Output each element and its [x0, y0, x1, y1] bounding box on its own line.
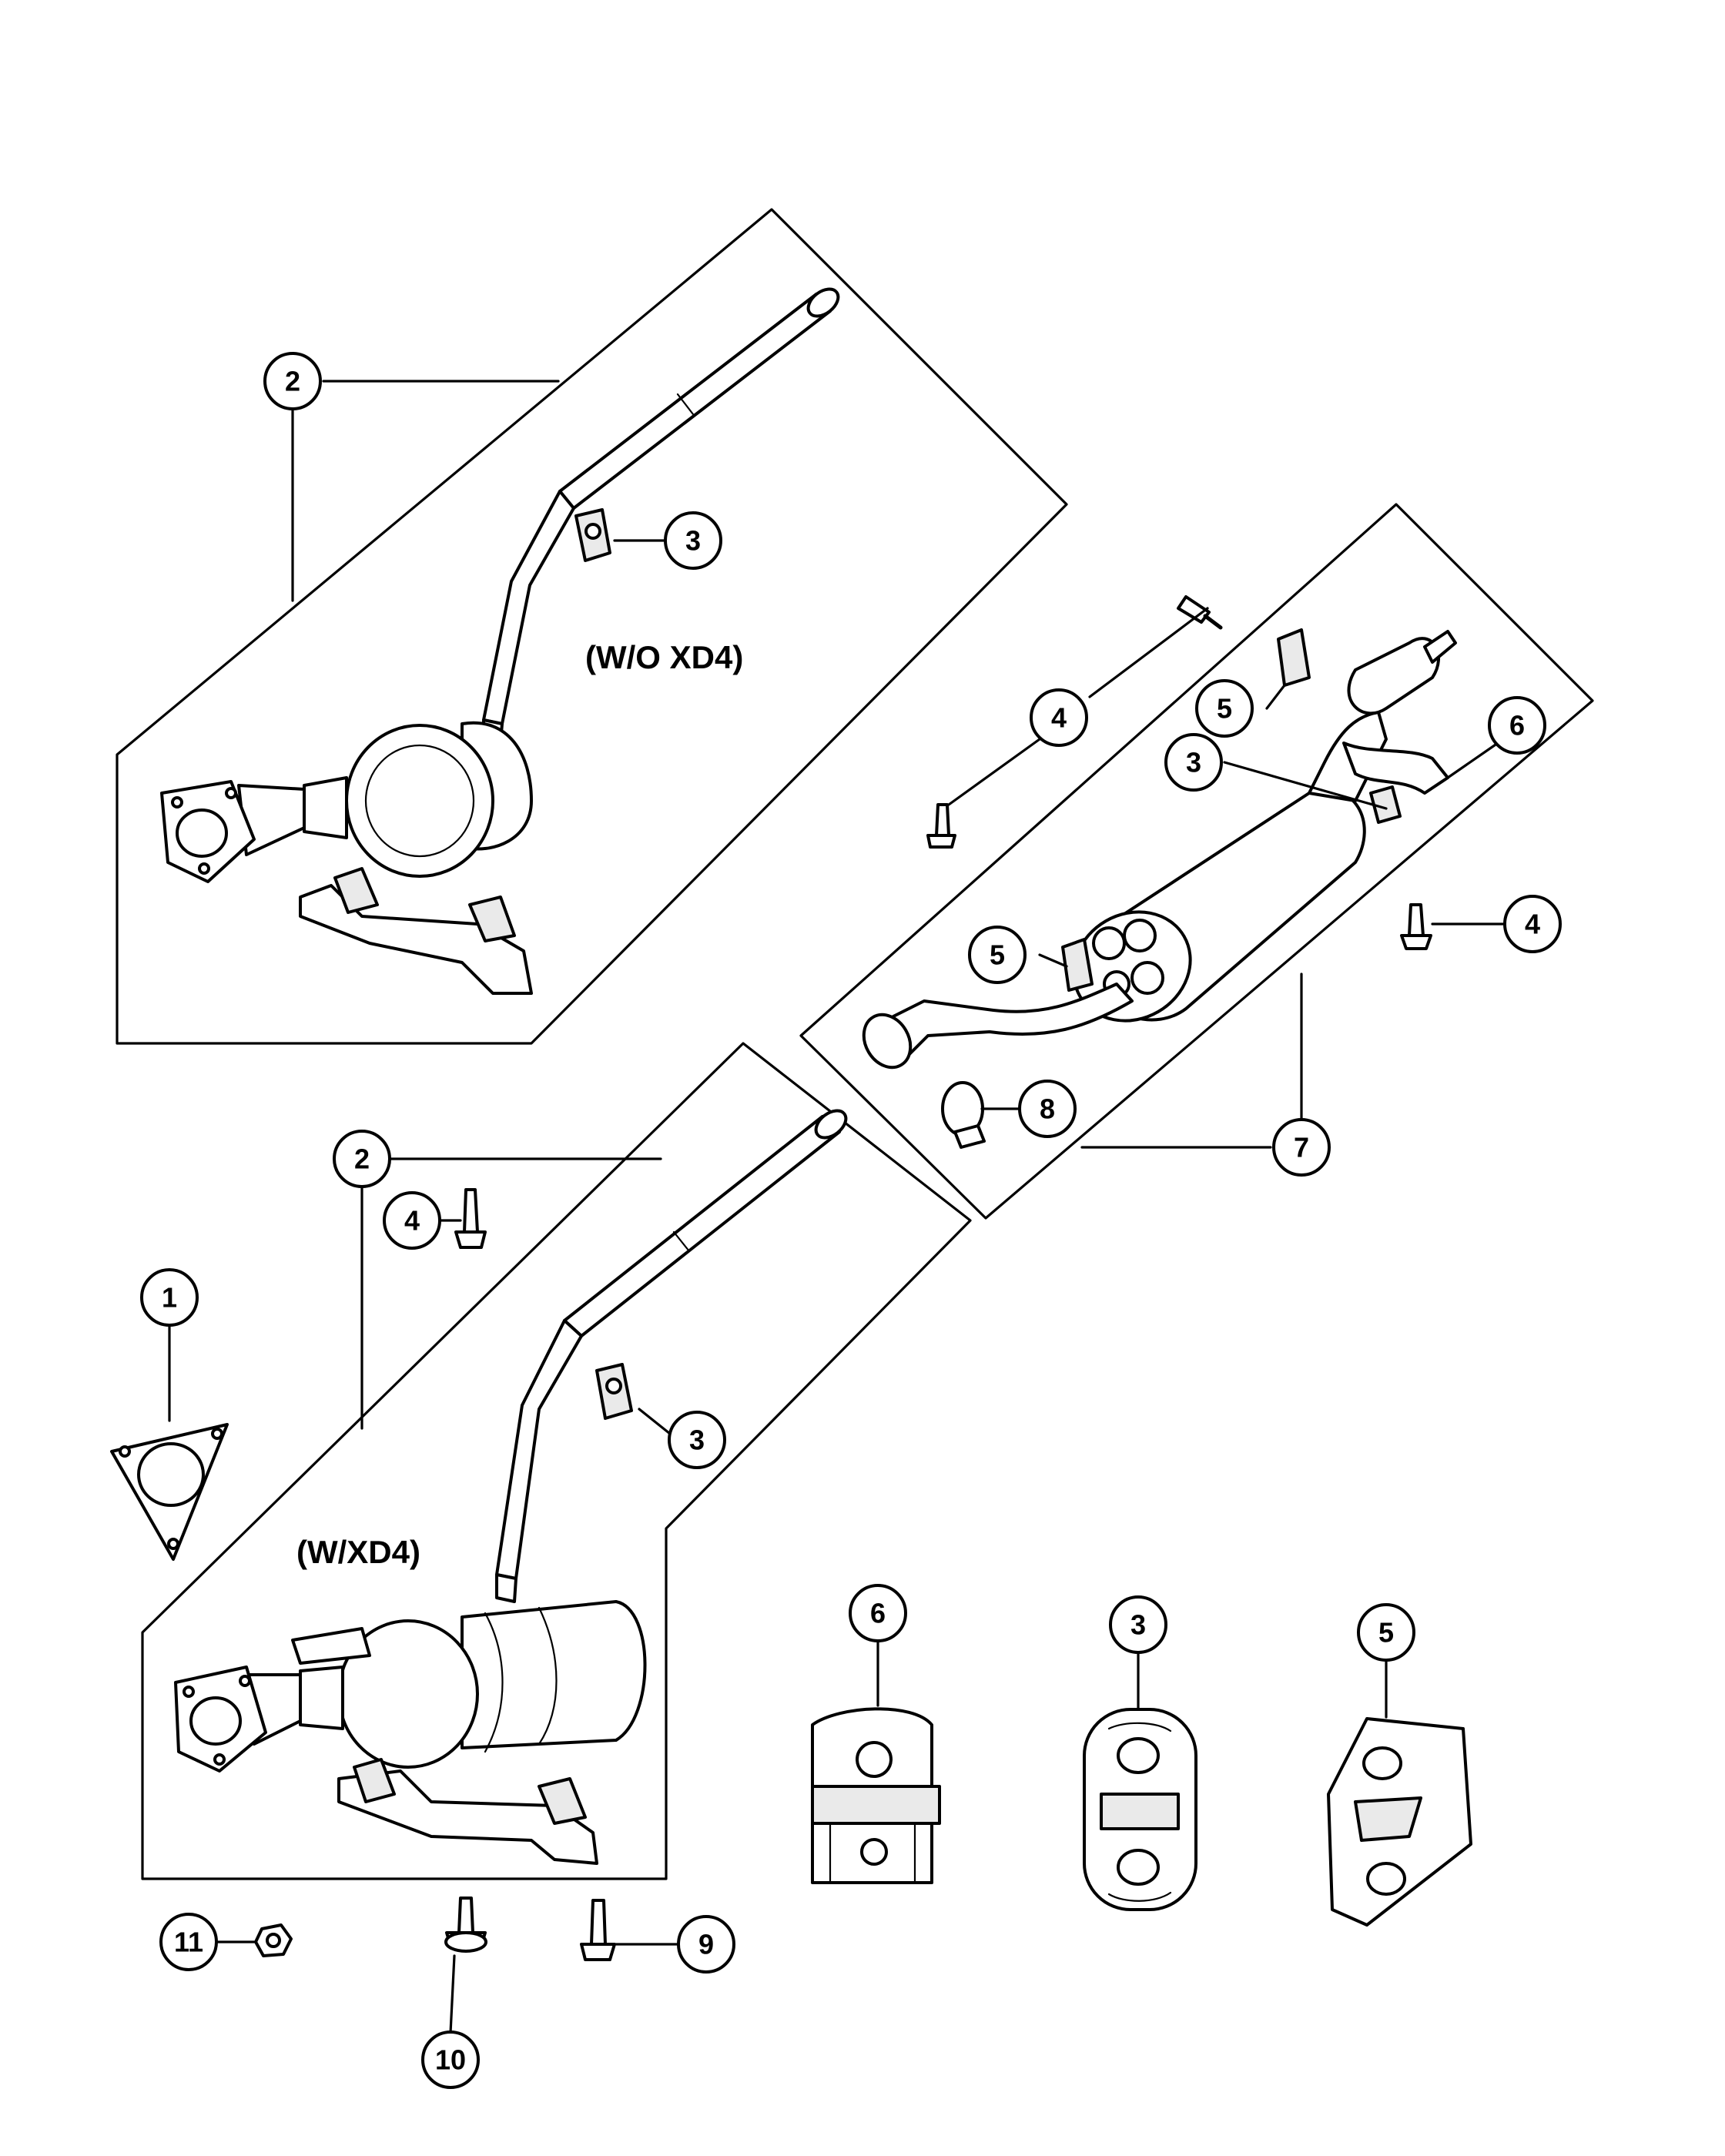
svg-text:4: 4: [1525, 909, 1540, 940]
callout-11: 11: [159, 1913, 218, 1971]
callout-4-upper: 4: [1030, 688, 1088, 747]
clamp-icon: [941, 1081, 986, 1149]
panel-rear-muffler-outline: [799, 503, 1594, 1220]
svg-text:3: 3: [1186, 747, 1201, 778]
exhaust-pipe-icon: [495, 1109, 848, 1603]
callout-9: 9: [677, 1915, 735, 1974]
callout-5-upper: 5: [1195, 679, 1254, 738]
bolt-icon: [926, 803, 956, 849]
callout-5-detail: 5: [1357, 1603, 1415, 1662]
panel-with-xd4-outline: [141, 1042, 972, 1880]
svg-text:3: 3: [685, 525, 701, 557]
svg-text:1: 1: [162, 1282, 177, 1314]
callout-1: 1: [140, 1268, 199, 1327]
gasket-icon: [110, 1423, 229, 1561]
hanger-isolator-icon: [1327, 1717, 1472, 1927]
svg-text:3: 3: [1130, 1609, 1146, 1641]
svg-text:11: 11: [174, 1927, 203, 1958]
callout-5-lower: 5: [968, 926, 1027, 984]
hanger-isolator-icon: [1083, 1708, 1197, 1911]
svg-text:6: 6: [870, 1598, 886, 1629]
panel-without-xd4-outline: [116, 208, 1068, 1045]
hanger-isolator-icon: [595, 1363, 633, 1420]
svg-text:10: 10: [435, 2044, 466, 2076]
with-xd4-label: (W/XD4): [296, 1534, 420, 1570]
svg-text:5: 5: [990, 939, 1005, 971]
callout-8: 8: [1018, 1080, 1077, 1138]
svg-text:5: 5: [1378, 1617, 1394, 1649]
svg-text:9: 9: [698, 1929, 714, 1960]
bolt-icon: [1177, 595, 1223, 630]
callout-10: 10: [421, 2030, 480, 2089]
svg-text:2: 2: [354, 1143, 370, 1175]
svg-text:8: 8: [1040, 1093, 1055, 1125]
svg-text:4: 4: [404, 1205, 420, 1237]
callout-4-right: 4: [1503, 895, 1562, 953]
svg-text:5: 5: [1217, 693, 1232, 725]
bolt-icon: [1400, 903, 1432, 950]
callout-7: 7: [1272, 1118, 1331, 1177]
hanger-isolator-icon: [574, 508, 611, 562]
callout-3-top: 3: [664, 511, 722, 570]
callout-6-rear: 6: [1488, 696, 1546, 755]
callout-6-detail: 6: [849, 1584, 907, 1642]
catalytic-converter-icon: [160, 721, 533, 995]
callout-3-detail: 3: [1109, 1595, 1167, 1654]
bolt-icon: [444, 1897, 487, 1953]
svg-text:3: 3: [689, 1424, 705, 1456]
hanger-isolator-icon: [1061, 628, 1402, 992]
callout-3-lower: 3: [668, 1411, 726, 1469]
hanger-isolator-icon: [811, 1707, 941, 1884]
bolt-icon: [454, 1188, 487, 1249]
callout-2-lower: 2: [333, 1130, 391, 1188]
catalytic-converter-icon: [174, 1600, 647, 1865]
exhaust-pipe-icon: [482, 287, 840, 745]
svg-text:6: 6: [1509, 710, 1525, 742]
without-xd4-label: (W/O XD4): [585, 639, 743, 675]
bolt-icon: [580, 1899, 616, 1961]
callout-3-rear: 3: [1164, 733, 1223, 792]
svg-text:4: 4: [1051, 702, 1067, 734]
svg-text:7: 7: [1294, 1132, 1309, 1163]
callout-4-lower: 4: [383, 1191, 441, 1250]
muffler-icon: [862, 630, 1457, 1070]
nut-icon: [254, 1923, 293, 1957]
callout-2-top: 2: [263, 352, 322, 410]
svg-text:2: 2: [285, 366, 300, 397]
